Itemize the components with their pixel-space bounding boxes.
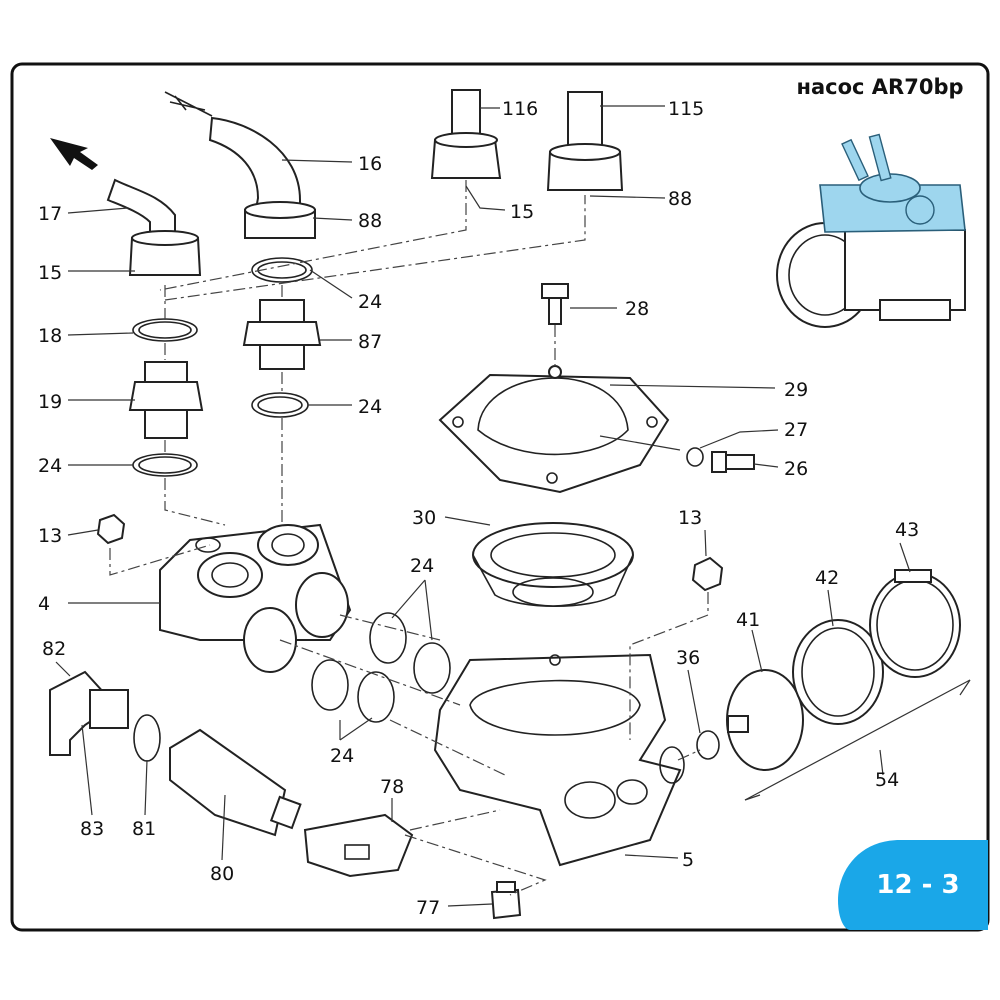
part-15-nut-left bbox=[128, 230, 202, 276]
label-87: 87 bbox=[358, 331, 382, 353]
label-19: 19 bbox=[38, 391, 62, 413]
label-30: 30 bbox=[412, 507, 436, 529]
label-24-group-bottom: 24 bbox=[330, 745, 354, 767]
page-badge: 12 - 3 bbox=[838, 840, 988, 930]
part-82-elbow bbox=[49, 670, 129, 756]
label-77: 77 bbox=[416, 897, 440, 919]
label-80: 80 bbox=[210, 863, 234, 885]
label-15-right: 15 bbox=[510, 201, 534, 223]
part-16-elbow bbox=[208, 116, 301, 216]
part-5-housing bbox=[433, 653, 685, 867]
part-13-nut-right bbox=[691, 556, 724, 592]
part-30-diaphragm bbox=[472, 522, 634, 608]
part-24-o-ring-1 bbox=[369, 612, 407, 664]
label-36: 36 bbox=[676, 647, 700, 669]
part-81-o-ring bbox=[133, 714, 161, 762]
part-24-o-ring-4 bbox=[357, 671, 395, 723]
label-13-right: 13 bbox=[678, 507, 702, 529]
label-29: 29 bbox=[784, 379, 808, 401]
part-27-o-ring bbox=[686, 447, 704, 467]
label-24-left: 24 bbox=[38, 455, 62, 477]
part-115-fitting bbox=[546, 91, 624, 191]
outlet-arrow-icon bbox=[50, 138, 98, 170]
label-88-right: 88 bbox=[668, 188, 692, 210]
label-26: 26 bbox=[784, 458, 808, 480]
label-24-mid: 24 bbox=[358, 396, 382, 418]
diagram-frame bbox=[10, 62, 990, 932]
label-41: 41 bbox=[736, 609, 760, 631]
part-78-elbow bbox=[303, 813, 414, 878]
part-54-bracket bbox=[744, 679, 971, 801]
part-41-cap bbox=[726, 669, 804, 771]
part-24-o-ring-mid-top bbox=[251, 257, 313, 283]
label-83: 83 bbox=[80, 818, 104, 840]
pump-thumbnail bbox=[776, 133, 966, 328]
part-29-cover bbox=[438, 365, 670, 494]
part-116-fitting bbox=[430, 89, 502, 179]
label-78: 78 bbox=[380, 776, 404, 798]
part-80-valve bbox=[169, 728, 302, 837]
part-28-bolt bbox=[541, 283, 569, 325]
label-16: 16 bbox=[358, 153, 382, 175]
part-13-nut-left bbox=[96, 513, 126, 545]
part-87-nipple bbox=[242, 299, 322, 370]
part-26-plug bbox=[711, 451, 755, 473]
label-43: 43 bbox=[895, 519, 919, 541]
label-81: 81 bbox=[132, 818, 156, 840]
part-19-nipple bbox=[128, 361, 204, 439]
label-115: 115 bbox=[668, 98, 704, 120]
label-27: 27 bbox=[784, 419, 808, 441]
label-88-mid: 88 bbox=[358, 210, 382, 232]
label-13-left: 13 bbox=[38, 525, 62, 547]
part-88-nut-mid bbox=[244, 201, 316, 239]
part-43-clamp bbox=[869, 569, 961, 678]
diagram-title: насос AR70bp bbox=[796, 75, 963, 99]
label-5: 5 bbox=[682, 849, 694, 871]
label-42: 42 bbox=[815, 567, 839, 589]
label-15-left: 15 bbox=[38, 262, 62, 284]
label-28: 28 bbox=[625, 298, 649, 320]
inlet-arrow-icon bbox=[164, 91, 213, 117]
label-24-group-top: 24 bbox=[410, 555, 434, 577]
part-42-ring bbox=[792, 619, 884, 725]
label-4: 4 bbox=[38, 593, 50, 615]
label-24-mid-top: 24 bbox=[358, 291, 382, 313]
part-77-plug bbox=[490, 881, 522, 920]
part-4-manifold bbox=[159, 523, 352, 673]
label-54: 54 bbox=[875, 769, 899, 791]
label-17: 17 bbox=[38, 203, 62, 225]
part-24-o-ring-3 bbox=[311, 659, 349, 711]
part-36-o-ring bbox=[696, 730, 720, 760]
label-116: 116 bbox=[502, 98, 538, 120]
label-18: 18 bbox=[38, 325, 62, 347]
part-24-o-ring-2 bbox=[413, 642, 451, 694]
page-badge-text: 12 - 3 bbox=[876, 870, 959, 900]
label-82: 82 bbox=[42, 638, 66, 660]
